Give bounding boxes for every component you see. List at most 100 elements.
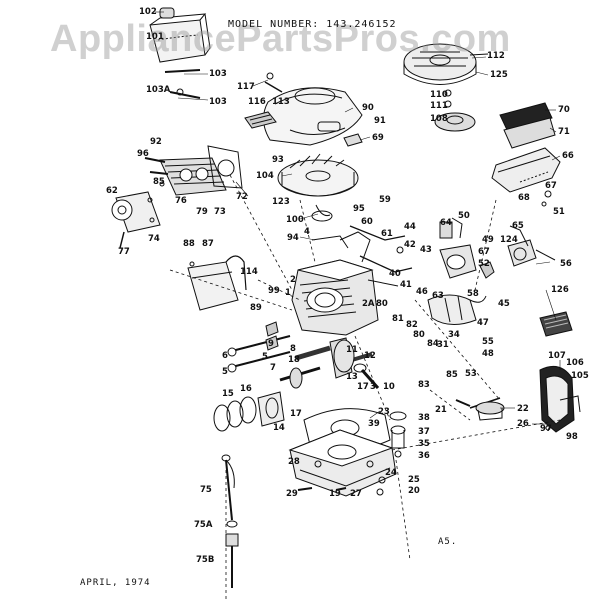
part-number-label-p108[interactable]: 108 xyxy=(430,114,448,124)
flywheel-part[interactable] xyxy=(277,153,359,222)
part-number-label-p10[interactable]: 10 xyxy=(383,382,395,392)
part-number-label-p91[interactable]: 91 xyxy=(374,116,386,126)
sump-base-part[interactable] xyxy=(288,429,397,497)
head-bolts-part[interactable] xyxy=(144,157,169,187)
part-number-label-p102[interactable]: 102 xyxy=(139,7,157,17)
part-number-label-p70[interactable]: 70 xyxy=(558,105,570,115)
part-number-label-p62[interactable]: 62 xyxy=(106,186,118,196)
part-number-label-p103a[interactable]: 103 xyxy=(209,69,227,79)
part-number-label-p2[interactable]: 2 xyxy=(290,275,296,285)
part-number-label-p42[interactable]: 42 xyxy=(404,240,416,250)
part-number-label-p83[interactable]: 83 xyxy=(418,380,430,390)
part-number-label-p107[interactable]: 107 xyxy=(548,351,566,361)
part-number-label-p58[interactable]: 58 xyxy=(467,289,479,299)
part-number-label-p36[interactable]: 36 xyxy=(418,451,430,461)
intake-pipe-part[interactable] xyxy=(427,294,487,325)
fuel-pump-part[interactable] xyxy=(507,225,556,267)
valves-part[interactable] xyxy=(227,321,291,373)
clip-part[interactable] xyxy=(164,69,201,99)
part-number-label-p113[interactable]: 113 xyxy=(272,97,290,107)
part-number-label-p110[interactable]: 110 xyxy=(430,90,448,100)
part-number-label-p48[interactable]: 48 xyxy=(482,349,494,359)
part-number-label-p53[interactable]: 53 xyxy=(465,369,477,379)
part-number-label-p124[interactable]: 124 xyxy=(500,235,518,245)
dipstick-tube-part[interactable] xyxy=(221,454,239,588)
part-number-label-p63[interactable]: 63 xyxy=(432,291,444,301)
part-number-label-p13[interactable]: 13 xyxy=(346,372,358,382)
governor-linkage-part[interactable] xyxy=(349,225,413,287)
part-number-label-p4[interactable]: 4 xyxy=(304,227,310,237)
camshaft-part[interactable] xyxy=(279,366,321,389)
part-number-label-p11[interactable]: 11 xyxy=(346,345,358,355)
part-number-label-p46[interactable]: 46 xyxy=(416,287,428,297)
part-number-label-p69[interactable]: 69 xyxy=(372,133,384,143)
part-number-label-p80[interactable]: 80 xyxy=(376,299,388,309)
part-number-label-p47[interactable]: 47 xyxy=(477,318,489,328)
part-number-label-p18[interactable]: 18 xyxy=(288,355,300,365)
part-number-label-p77[interactable]: 77 xyxy=(118,247,130,257)
part-number-label-p15[interactable]: 15 xyxy=(222,389,234,399)
pto-gear-part[interactable] xyxy=(455,397,505,421)
part-number-label-p106[interactable]: 106 xyxy=(566,358,584,368)
part-number-label-p59[interactable]: 59 xyxy=(379,195,391,205)
control-bracket-part[interactable] xyxy=(187,255,247,311)
part-number-label-p123[interactable]: 123 xyxy=(272,197,290,207)
part-number-label-p52[interactable]: 52 xyxy=(478,259,490,269)
part-number-label-p117[interactable]: 117 xyxy=(237,82,255,92)
part-number-label-p126[interactable]: 126 xyxy=(551,285,569,295)
part-number-label-p105[interactable]: 105 xyxy=(571,371,589,381)
carburetor-part[interactable] xyxy=(439,217,495,279)
part-number-label-p21[interactable]: 21 xyxy=(435,405,447,415)
part-number-label-p28[interactable]: 28 xyxy=(288,457,300,467)
governor-gear-part[interactable] xyxy=(389,411,407,458)
part-number-label-p5b[interactable]: 5 xyxy=(222,367,228,377)
head-gasket-part[interactable] xyxy=(207,145,243,189)
part-number-label-p20[interactable]: 20 xyxy=(408,486,420,496)
part-number-label-p100[interactable]: 100 xyxy=(286,215,304,225)
engine-block-part[interactable] xyxy=(291,231,379,336)
part-number-label-p125[interactable]: 125 xyxy=(490,70,508,80)
part-number-label-p25[interactable]: 25 xyxy=(408,475,420,485)
part-number-label-p89[interactable]: 89 xyxy=(250,303,262,313)
part-number-label-p3[interactable]: 3 xyxy=(370,382,376,392)
part-number-label-p104[interactable]: 104 xyxy=(256,171,274,181)
part-number-label-p82[interactable]: 82 xyxy=(406,320,418,330)
part-number-label-p56[interactable]: 56 xyxy=(560,259,572,269)
part-number-label-p27[interactable]: 27 xyxy=(350,489,362,499)
part-number-label-p94[interactable]: 94 xyxy=(287,233,299,243)
part-number-label-p101[interactable]: 101 xyxy=(146,32,164,42)
part-number-label-p16[interactable]: 16 xyxy=(240,384,252,394)
part-number-label-p68[interactable]: 68 xyxy=(518,193,530,203)
part-number-label-p12[interactable]: 12 xyxy=(364,351,376,361)
part-number-label-p75[interactable]: 75 xyxy=(200,485,212,495)
part-number-label-p9[interactable]: 9 xyxy=(268,339,274,349)
part-number-label-p81[interactable]: 81 xyxy=(392,314,404,324)
cylinder-head-part[interactable] xyxy=(159,157,227,196)
part-number-label-p24[interactable]: 24 xyxy=(385,468,397,478)
part-number-label-p22[interactable]: 22 xyxy=(517,404,529,414)
part-number-label-p65[interactable]: 65 xyxy=(512,221,524,231)
part-number-label-p6[interactable]: 6 xyxy=(222,351,228,361)
part-number-label-p5[interactable]: 5 xyxy=(262,352,268,362)
part-number-label-p67[interactable]: 67 xyxy=(545,181,557,191)
part-number-label-p39[interactable]: 39 xyxy=(368,419,380,429)
part-number-label-p14[interactable]: 14 xyxy=(273,423,285,433)
part-number-label-p95[interactable]: 95 xyxy=(353,204,365,214)
part-number-label-p114[interactable]: 114 xyxy=(240,267,258,277)
part-number-label-p7[interactable]: 7 xyxy=(270,363,276,373)
part-number-label-p103A[interactable]: 103A xyxy=(146,85,171,95)
seal-rings-part[interactable] xyxy=(213,391,285,432)
part-number-label-p74[interactable]: 74 xyxy=(148,234,160,244)
part-number-label-p73[interactable]: 73 xyxy=(214,207,226,217)
part-number-label-p75A[interactable]: 75A xyxy=(194,520,213,530)
part-number-label-p64[interactable]: 64 xyxy=(440,218,452,228)
part-number-label-p1[interactable]: 1 xyxy=(285,288,291,298)
part-number-label-p92[interactable]: 92 xyxy=(150,137,162,147)
part-number-label-p87[interactable]: 87 xyxy=(202,239,214,249)
part-number-label-p72[interactable]: 72 xyxy=(236,192,248,202)
part-number-label-p103b[interactable]: 103 xyxy=(209,97,227,107)
part-number-label-p96[interactable]: 96 xyxy=(137,149,149,159)
part-number-label-p79[interactable]: 79 xyxy=(196,207,208,217)
part-number-label-p97[interactable]: 97 xyxy=(540,424,552,434)
part-number-label-p60[interactable]: 60 xyxy=(361,217,373,227)
